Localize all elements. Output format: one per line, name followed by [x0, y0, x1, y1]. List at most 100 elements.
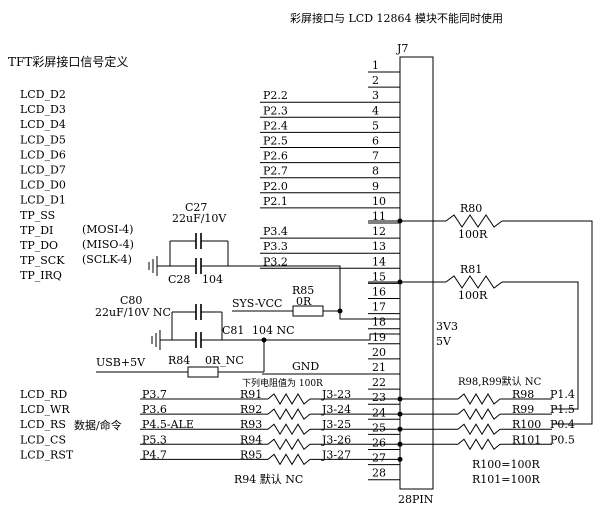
data-port-label: P2.3: [263, 104, 288, 117]
c81-value: 104 NC: [252, 324, 295, 337]
pin-number: 3: [372, 89, 379, 102]
connector-pins: 1234567891011121314151617181920212223242…: [368, 59, 400, 481]
header-note: 彩屏接口与 LCD 12864 模块不能同时使用: [290, 11, 503, 25]
control-res-right-ref: R100: [512, 418, 541, 431]
tp-port-label: P3.3: [263, 240, 288, 253]
r84-value: 0R_NC: [205, 354, 244, 367]
control-jumper-label: J3-27: [321, 448, 351, 461]
control-res-right-ref: R99: [512, 403, 534, 416]
c80-ref: C80: [120, 294, 142, 307]
signal-label: LCD_D6: [20, 148, 66, 161]
signal-labels: LCD_D2LCD_D3LCD_D4LCD_D5LCD_D6LCD_D7LCD_…: [20, 88, 66, 282]
rs-note: 数据/命令: [74, 418, 122, 432]
control-jumper-label: J3-26: [321, 433, 351, 446]
r101-value-note: R101=100R: [472, 473, 540, 486]
pin-number: 11: [372, 210, 386, 223]
signal-label: TP_SS: [20, 209, 55, 222]
spi-note-sclk: (SCLK-4): [82, 253, 132, 266]
control-port-label: P4.5-ALE: [142, 418, 194, 431]
control-port-label: P3.7: [142, 388, 167, 401]
r84-body: [187, 366, 219, 378]
signal-label: LCD_D1: [20, 194, 66, 207]
r85-value: 0R: [296, 295, 312, 308]
control-res-right-ref: R98: [512, 388, 534, 401]
r81-ref: R81: [460, 263, 482, 276]
signal-label: TP_SCK: [20, 254, 65, 267]
resistor-body: [267, 393, 311, 405]
junction-dot: [397, 218, 403, 224]
connector-label-5v: 5V: [436, 335, 452, 348]
pin-number: 8: [372, 165, 379, 178]
control-right-port: P0.5: [550, 433, 575, 446]
spi-note-mosi: (MOSI-4): [82, 223, 133, 236]
data-port-label: P2.2: [263, 89, 288, 102]
resistor-body: [457, 393, 501, 405]
c28-value: 104: [202, 273, 223, 286]
resistor-body: [457, 423, 501, 436]
pin-number: 18: [372, 316, 386, 329]
pin-number: 1: [372, 59, 379, 72]
signal-label: TP_DI: [20, 224, 53, 237]
control-label: LCD_RD: [20, 388, 67, 401]
connector-ref: J7: [396, 42, 408, 55]
resistor-body: [457, 438, 501, 451]
cap-c27: [170, 233, 228, 249]
ground-icon: [151, 330, 161, 350]
junction-dot: [261, 337, 267, 343]
control-res-right-ref: R101: [512, 433, 541, 446]
r100-value-note: R100=100R: [472, 458, 540, 471]
control-jumper-label: J3-23: [321, 388, 351, 401]
pin-number: 6: [372, 135, 379, 148]
signal-label: LCD_D5: [20, 133, 66, 146]
connector-label-3v3: 3V3: [436, 320, 458, 333]
signal-label: TP_IRQ: [20, 269, 62, 282]
signal-label: LCD_D3: [20, 103, 66, 116]
control-jumper-label: J3-25: [321, 418, 351, 431]
cap-c28: [170, 258, 232, 274]
control-port-label: P4.7: [142, 448, 167, 461]
pin-number: 9: [372, 180, 379, 193]
r84-ref: R84: [168, 354, 190, 367]
pin-number: 19: [372, 331, 386, 344]
pin-number: 2: [372, 74, 379, 87]
data-port-label: P2.1: [263, 195, 288, 208]
resistor-body: [267, 408, 311, 421]
signal-label: LCD_D4: [20, 118, 66, 131]
r80-ref: R80: [460, 202, 482, 215]
cap-c80: [172, 304, 222, 320]
usb-label: USB+5V: [96, 356, 146, 369]
gnd-label: GND: [292, 360, 319, 373]
pin-number: 7: [372, 150, 379, 163]
signal-label: LCD_D7: [20, 164, 66, 177]
pin-number: 12: [372, 225, 386, 238]
wire-r80-right: [502, 220, 593, 425]
resistor-body: [457, 408, 501, 421]
control-port-label: P3.6: [142, 403, 167, 416]
data-port-labels: P2.2P2.3P2.4P2.5P2.6P2.7P2.0P2.1: [260, 89, 368, 209]
control-right-port: P0.4: [550, 418, 575, 431]
control-res-left-ref: R92: [240, 403, 262, 416]
control-res-left-ref: R91: [240, 388, 262, 401]
c27-ref: C27: [185, 201, 207, 214]
connector-body: [399, 56, 434, 490]
c28-ref: C28: [168, 273, 190, 286]
c27-value: 22uF/10V: [172, 212, 227, 225]
data-port-label: P2.4: [263, 119, 288, 132]
r94-note: R94 默认 NC: [234, 473, 303, 486]
pin-number: 28: [372, 467, 386, 480]
control-res-left-ref: R95: [240, 448, 262, 461]
control-right-port: P1.5: [550, 403, 575, 416]
signal-label: LCD_D0: [20, 179, 66, 192]
junction-dot: [337, 308, 343, 314]
pin-number: 26: [372, 437, 386, 450]
control-label: LCD_RS: [20, 418, 66, 431]
pin-number: 23: [372, 391, 386, 404]
pin-number: 5: [372, 119, 379, 132]
data-port-label: P2.0: [263, 180, 288, 193]
c80-value: 22uF/10V NC: [95, 306, 171, 319]
control-res-left-ref: R93: [240, 418, 262, 431]
r80-value: 100R: [458, 228, 488, 241]
tp-port-label: P3.2: [263, 255, 288, 268]
